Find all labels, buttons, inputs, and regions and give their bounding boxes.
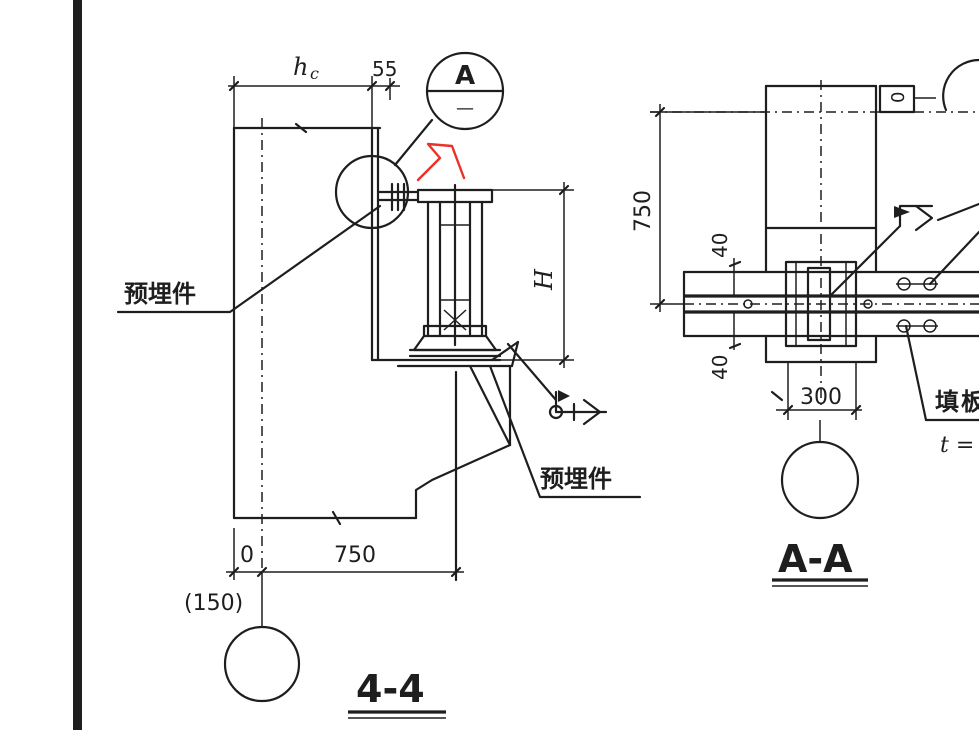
dim-hc-label: h <box>293 53 308 81</box>
section-4-4: h c 55 <box>116 51 642 719</box>
column-outline <box>232 118 382 575</box>
dim-300-label: 300 <box>800 385 842 410</box>
section-title-4-4: 4-4 <box>356 667 425 711</box>
label-fill-plate: 填 <box>935 388 959 416</box>
dim-750-vertical-label: 750 <box>631 190 656 232</box>
dim-300-line <box>770 362 862 420</box>
dim-40-bottom-label: 40 <box>708 355 732 380</box>
label-embedded-upper: 预埋件 <box>124 280 196 308</box>
dim-40-top-label: 40 <box>708 233 732 258</box>
leader-embedded-lower <box>488 364 642 499</box>
dim-150-label: (150) <box>184 591 243 616</box>
frame-border <box>73 0 82 730</box>
partial-circle-topright <box>942 58 979 112</box>
embedded-plates <box>743 260 938 348</box>
dim-750-label: 750 <box>334 543 376 568</box>
detail-index-symbol <box>425 51 505 131</box>
dim-H-label: H <box>530 268 558 291</box>
dim-H-line <box>492 182 574 368</box>
weld-symbol <box>506 342 608 426</box>
dim-hc-subscript: c <box>310 64 319 83</box>
section-A-A: 0 750 40 40 300 <box>631 58 979 587</box>
steel-beam <box>376 182 502 358</box>
column-block <box>650 80 979 410</box>
dim-hc-line <box>228 76 400 140</box>
label-embedded-lower: 预埋件 <box>540 465 612 493</box>
section-title-A-A: A-A <box>778 537 853 581</box>
axis-bubble-AA <box>780 440 860 520</box>
label-thickness: t = <box>940 433 974 458</box>
leader-embedded-upper <box>116 204 382 314</box>
corbel-bracket <box>232 340 520 582</box>
weld-symbol-AA <box>828 202 979 298</box>
dim-top-small <box>878 84 936 114</box>
detail-letter: A <box>455 61 475 91</box>
dim-40-lines <box>728 258 742 350</box>
dim-bottom-line <box>226 528 464 628</box>
leader-fill-plate <box>904 230 979 422</box>
dim-0-label: 0 <box>240 543 254 568</box>
dim-0-top-label: 0 <box>888 92 909 103</box>
dim-55-label: 55 <box>372 57 397 81</box>
axis-bubble <box>223 625 301 703</box>
label-fill-plate-cut: 板 <box>961 388 979 416</box>
dim-750-vertical <box>650 104 766 312</box>
red-markup <box>416 142 466 182</box>
joint-detail-circle <box>334 154 410 230</box>
detail-ref: — <box>456 98 474 119</box>
